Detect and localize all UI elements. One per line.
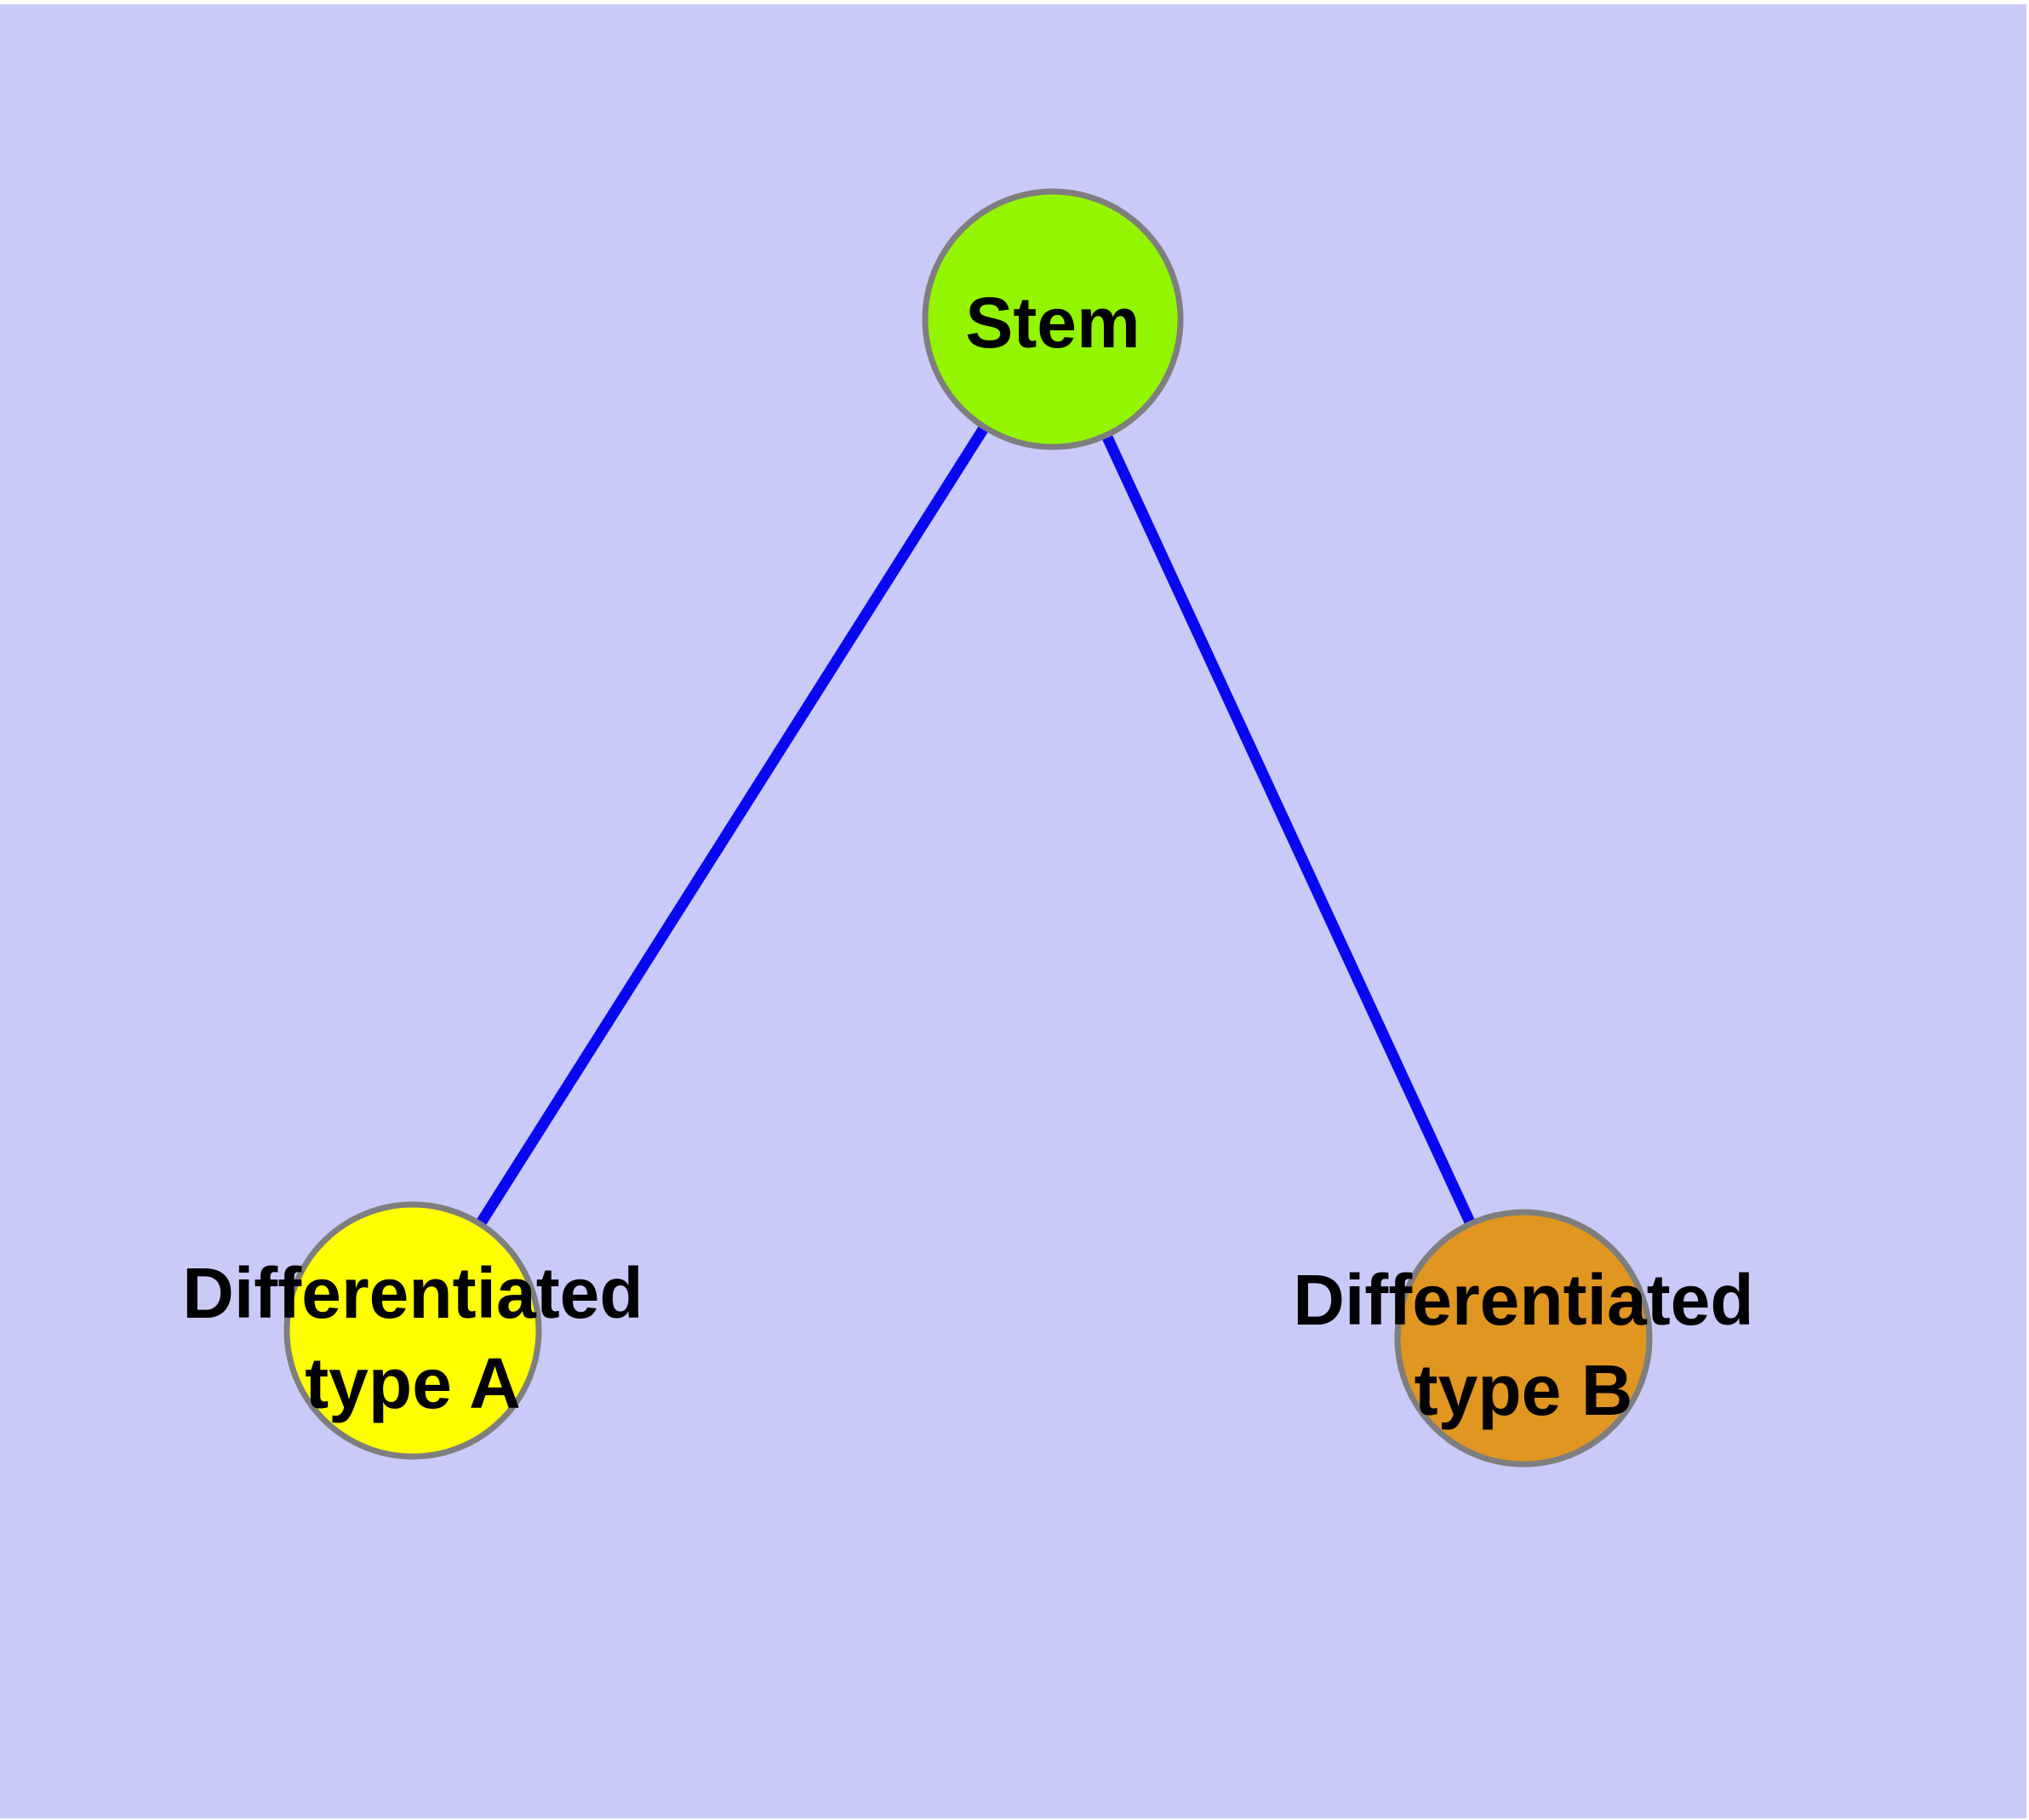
node-type-b-label-line2: type B bbox=[1415, 1350, 1633, 1430]
node-type-b bbox=[1394, 1209, 1653, 1468]
edge-stem-to-type-a bbox=[408, 316, 1058, 1334]
node-type-a-label-line2: type A bbox=[305, 1343, 521, 1423]
node-type-a bbox=[283, 1201, 542, 1460]
node-stem-label: Stem bbox=[965, 283, 1140, 363]
node-type-b-label-line1: Differentiated bbox=[1293, 1260, 1753, 1340]
edge-stem-to-type-b bbox=[1048, 317, 1529, 1341]
node-stem bbox=[922, 188, 1184, 450]
node-type-a-label-line1: Differentiated bbox=[182, 1253, 643, 1333]
